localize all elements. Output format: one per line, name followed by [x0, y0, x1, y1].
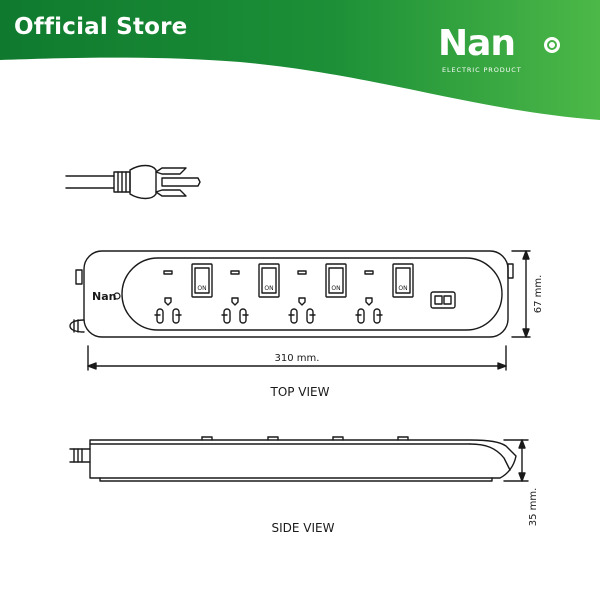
body-logo-text: Nan: [92, 290, 116, 303]
body-logo-ring-icon: [113, 292, 121, 300]
length-label: 310 mm.: [275, 353, 320, 364]
side-view-drawing: [69, 436, 517, 482]
height-label: 35 mm.: [528, 488, 539, 527]
usb-port-icon: [430, 291, 456, 309]
official-store-label: Official Store: [14, 14, 188, 40]
power-switch: ON: [325, 263, 347, 298]
universal-socket-icon: [355, 297, 383, 324]
indicator-light-icon: [297, 270, 307, 275]
switch-label: ON: [264, 285, 273, 292]
switch-label: ON: [197, 285, 206, 292]
outlet-unit: ON: [288, 263, 347, 324]
width-dimension: [511, 250, 531, 338]
power-switch: ON: [392, 263, 414, 298]
top-view-label: TOP VIEW: [269, 385, 329, 399]
indicator-light-icon: [163, 270, 173, 275]
switch-label: ON: [331, 285, 340, 292]
indicator-light-icon: [230, 270, 240, 275]
universal-socket-icon: [154, 297, 182, 324]
universal-socket-icon: [288, 297, 316, 324]
outlet-unit: ON: [154, 263, 213, 324]
height-dimension: [503, 439, 529, 482]
power-switch: ON: [191, 263, 213, 298]
brand-name: Nan: [438, 23, 516, 64]
outlet-unit: ON: [221, 263, 280, 324]
indicator-light-icon: [364, 270, 374, 275]
brand-tagline: ELECTRIC PRODUCT: [442, 66, 522, 74]
power-switch: ON: [258, 263, 280, 298]
plug-drawing: [65, 164, 201, 200]
width-label: 67 mm.: [533, 275, 544, 314]
side-view-label: SIDE VIEW: [272, 521, 335, 535]
outlet-row: ON ON ON ON: [154, 263, 414, 324]
logo-ring-icon: [544, 37, 560, 53]
universal-socket-icon: [221, 297, 249, 324]
top-view-drawing: [69, 250, 514, 338]
outlet-unit: ON: [355, 263, 414, 324]
switch-label: ON: [398, 285, 407, 292]
nano-logo: Nan ELECTRIC PRODUCT: [438, 24, 568, 80]
length-dimension: [87, 345, 507, 371]
